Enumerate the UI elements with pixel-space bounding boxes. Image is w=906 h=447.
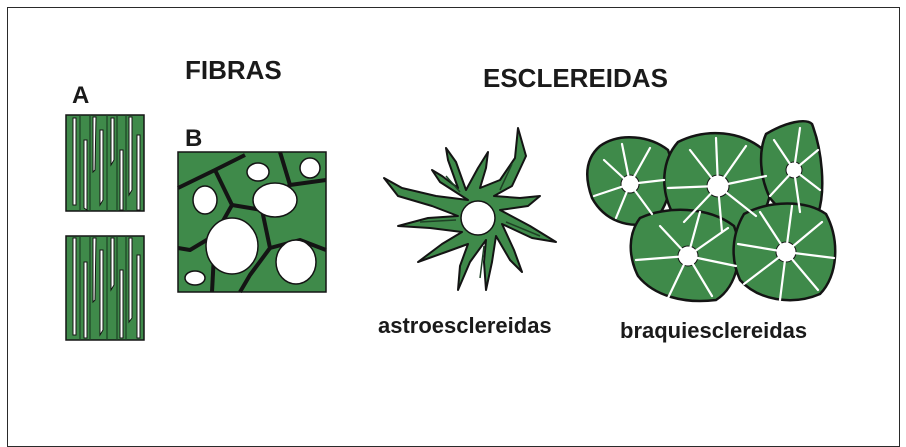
label-a: A <box>72 82 90 109</box>
caption-braquiesclereidas: braquiesclereidas <box>620 318 808 343</box>
brachysclereids-illustration <box>586 120 837 303</box>
fibers-cross-section-illustration <box>177 151 327 294</box>
label-b: B <box>185 125 203 152</box>
caption-astroesclereidas: astroesclereidas <box>378 313 552 338</box>
astrosclereid-illustration <box>383 127 557 291</box>
fibers-longitudinal-illustration <box>65 114 145 341</box>
heading-esclereidas: ESCLEREIDAS <box>483 63 668 93</box>
heading-fibras: FIBRAS <box>185 55 282 85</box>
